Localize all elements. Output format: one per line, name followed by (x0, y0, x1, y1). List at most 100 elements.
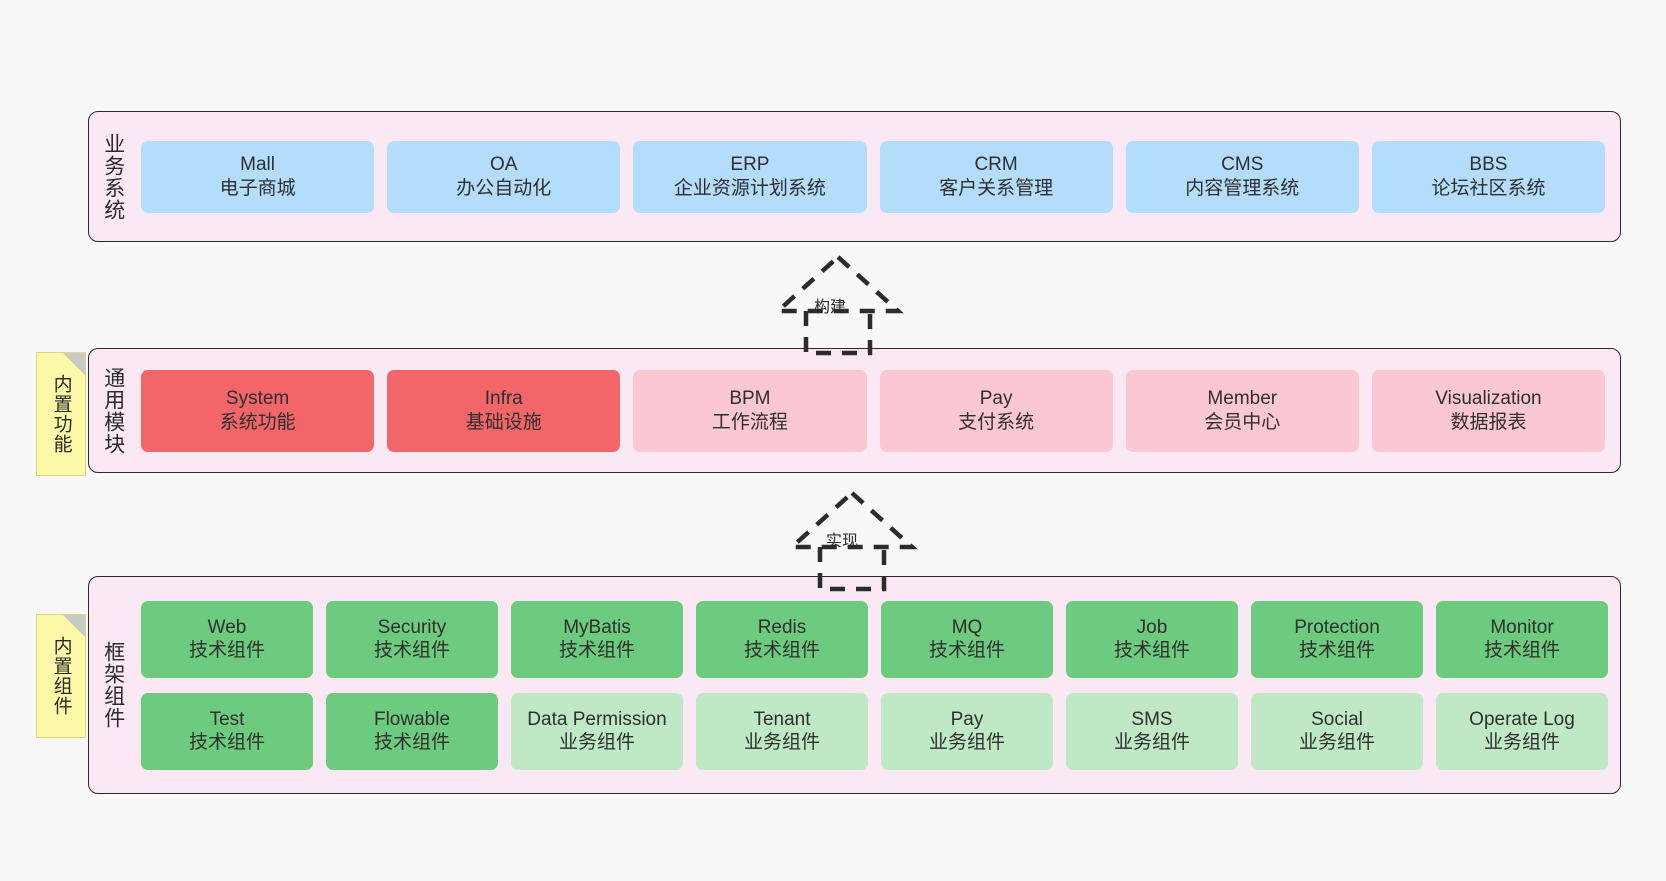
card-title: Operate Log (1469, 708, 1575, 730)
framework-business-row: Test 技术组件 Flowable 技术组件 Data Permission … (141, 692, 1608, 770)
framework-tech-row: Web 技术组件 Security 技术组件 MyBatis 技术组件 Redi… (141, 600, 1608, 678)
layer-body-framework-component: Web 技术组件 Security 技术组件 MyBatis 技术组件 Redi… (137, 577, 1620, 793)
card-infra[interactable]: Infra 基础设施 (387, 369, 621, 452)
card-subtitle: 业务组件 (928, 732, 1005, 753)
layer-body-business-system: Mall 电子商城 OA 办公自动化 ERP 企业资源计划系统 CRM 客户关系… (137, 112, 1620, 241)
card-erp[interactable]: ERP 企业资源计划系统 (633, 140, 867, 213)
card-system[interactable]: System 系统功能 (141, 369, 375, 452)
arrow-build: 构建 (748, 253, 928, 356)
card-title: MQ (951, 616, 983, 638)
card-subtitle: 技术组件 (928, 640, 1005, 661)
card-redis[interactable]: Redis 技术组件 (696, 600, 868, 678)
card-pay-component[interactable]: Pay 业务组件 (881, 692, 1053, 770)
card-pay-module[interactable]: Pay 支付系统 (879, 369, 1113, 452)
arrow-shaft-implement (817, 547, 887, 592)
sticky-note-builtin-function: 内置功能 (36, 352, 86, 476)
card-title: Security (377, 616, 447, 638)
card-title: BBS (1469, 154, 1508, 176)
layer-title-common-module: 通用模块 (101, 366, 125, 455)
card-job[interactable]: Job 技术组件 (1066, 600, 1238, 678)
card-title: Social (1311, 708, 1363, 730)
card-crm[interactable]: CRM 客户关系管理 (879, 140, 1113, 213)
card-subtitle: 业务组件 (743, 732, 820, 753)
card-protection[interactable]: Protection 技术组件 (1251, 600, 1423, 678)
card-subtitle: 内容管理系统 (1185, 177, 1300, 199)
card-bbs[interactable]: BBS 论坛社区系统 (1371, 140, 1606, 213)
card-title: Redis (757, 616, 807, 638)
card-subtitle: 基础设施 (465, 411, 542, 433)
card-subtitle: 客户关系管理 (939, 177, 1054, 199)
card-title: Monitor (1490, 616, 1554, 638)
card-sms[interactable]: SMS 业务组件 (1066, 692, 1238, 770)
arrow-implement: 实现 (762, 489, 942, 592)
arrow-label-build: 构建 (814, 299, 847, 316)
card-mall[interactable]: Mall 电子商城 (141, 140, 375, 213)
card-flowable[interactable]: Flowable 技术组件 (326, 692, 498, 770)
card-subtitle: 业务组件 (1483, 732, 1560, 753)
card-security[interactable]: Security 技术组件 (326, 600, 498, 678)
card-subtitle: 业务组件 (558, 732, 635, 753)
card-web[interactable]: Web 技术组件 (141, 600, 313, 678)
layer-title-framework-component: 框架组件 (101, 641, 125, 729)
card-title: MyBatis (563, 616, 631, 638)
card-title: OA (490, 154, 518, 176)
card-cms[interactable]: CMS 内容管理系统 (1125, 140, 1359, 213)
card-operate-log[interactable]: Operate Log 业务组件 (1436, 692, 1608, 770)
card-title: Visualization (1435, 388, 1542, 410)
card-test[interactable]: Test 技术组件 (141, 692, 313, 770)
arrow-label-implement: 实现 (826, 533, 859, 550)
card-subtitle: 技术组件 (373, 732, 450, 753)
card-member[interactable]: Member 会员中心 (1125, 369, 1359, 452)
layer-title-business-system: 业务系统 (101, 132, 125, 221)
card-subtitle: 业务组件 (1298, 732, 1375, 753)
card-title: Flowable (373, 708, 451, 730)
card-subtitle: 技术组件 (1298, 640, 1375, 661)
arrow-shaft-build (803, 311, 873, 356)
card-subtitle: 技术组件 (188, 732, 265, 753)
card-tenant[interactable]: Tenant 业务组件 (696, 692, 868, 770)
sticky-note-builtin-component: 内置组件 (36, 614, 86, 738)
card-title: Tenant (753, 708, 811, 730)
card-subtitle: 办公自动化 (456, 177, 552, 199)
layer-business-system: 业务系统 Mall 电子商城 OA 办公自动化 ERP 企业资源计划系统 CRM… (88, 111, 1621, 242)
card-title: Pay (950, 708, 984, 730)
card-title: Job (1136, 616, 1168, 638)
card-title: CRM (974, 154, 1018, 176)
card-title: Infra (484, 388, 523, 410)
card-subtitle: 技术组件 (1113, 640, 1190, 661)
card-title: Mall (240, 154, 275, 176)
layer-body-common-module: System 系统功能 Infra 基础设施 BPM 工作流程 Pay 支付系统… (137, 349, 1620, 472)
card-oa[interactable]: OA 办公自动化 (387, 140, 621, 213)
card-mq[interactable]: MQ 技术组件 (881, 600, 1053, 678)
card-subtitle: 电子商城 (219, 177, 296, 199)
card-monitor[interactable]: Monitor 技术组件 (1436, 600, 1608, 678)
card-subtitle: 技术组件 (558, 640, 635, 661)
card-title: CMS (1221, 154, 1264, 176)
card-subtitle: 技术组件 (188, 640, 265, 661)
card-subtitle: 企业资源计划系统 (673, 177, 826, 199)
card-title: Pay (979, 388, 1013, 410)
arrow-head-implement (786, 489, 918, 550)
layer-common-module: 通用模块 System 系统功能 Infra 基础设施 BPM 工作流程 Pay… (88, 348, 1621, 473)
card-subtitle: 技术组件 (1483, 640, 1560, 661)
card-subtitle: 数据报表 (1450, 411, 1527, 433)
card-title: BPM (729, 388, 771, 410)
card-subtitle: 会员中心 (1204, 411, 1281, 433)
card-subtitle: 系统功能 (219, 411, 296, 433)
card-bpm[interactable]: BPM 工作流程 (633, 369, 867, 452)
card-subtitle: 技术组件 (743, 640, 820, 661)
card-title: Data Permission (527, 708, 667, 730)
card-social[interactable]: Social 业务组件 (1251, 692, 1423, 770)
card-visualization[interactable]: Visualization 数据报表 (1371, 369, 1606, 452)
card-title: ERP (730, 154, 770, 176)
card-title: SMS (1131, 708, 1173, 730)
card-data-permission[interactable]: Data Permission 业务组件 (511, 692, 683, 770)
card-subtitle: 支付系统 (958, 411, 1035, 433)
card-title: Web (207, 616, 247, 638)
layer-framework-component: 框架组件 Web 技术组件 Security 技术组件 MyBatis 技术组件… (88, 576, 1621, 794)
card-title: System (225, 388, 290, 410)
card-title: Protection (1294, 616, 1380, 638)
card-title: Member (1207, 388, 1278, 410)
card-mybatis[interactable]: MyBatis 技术组件 (511, 600, 683, 678)
